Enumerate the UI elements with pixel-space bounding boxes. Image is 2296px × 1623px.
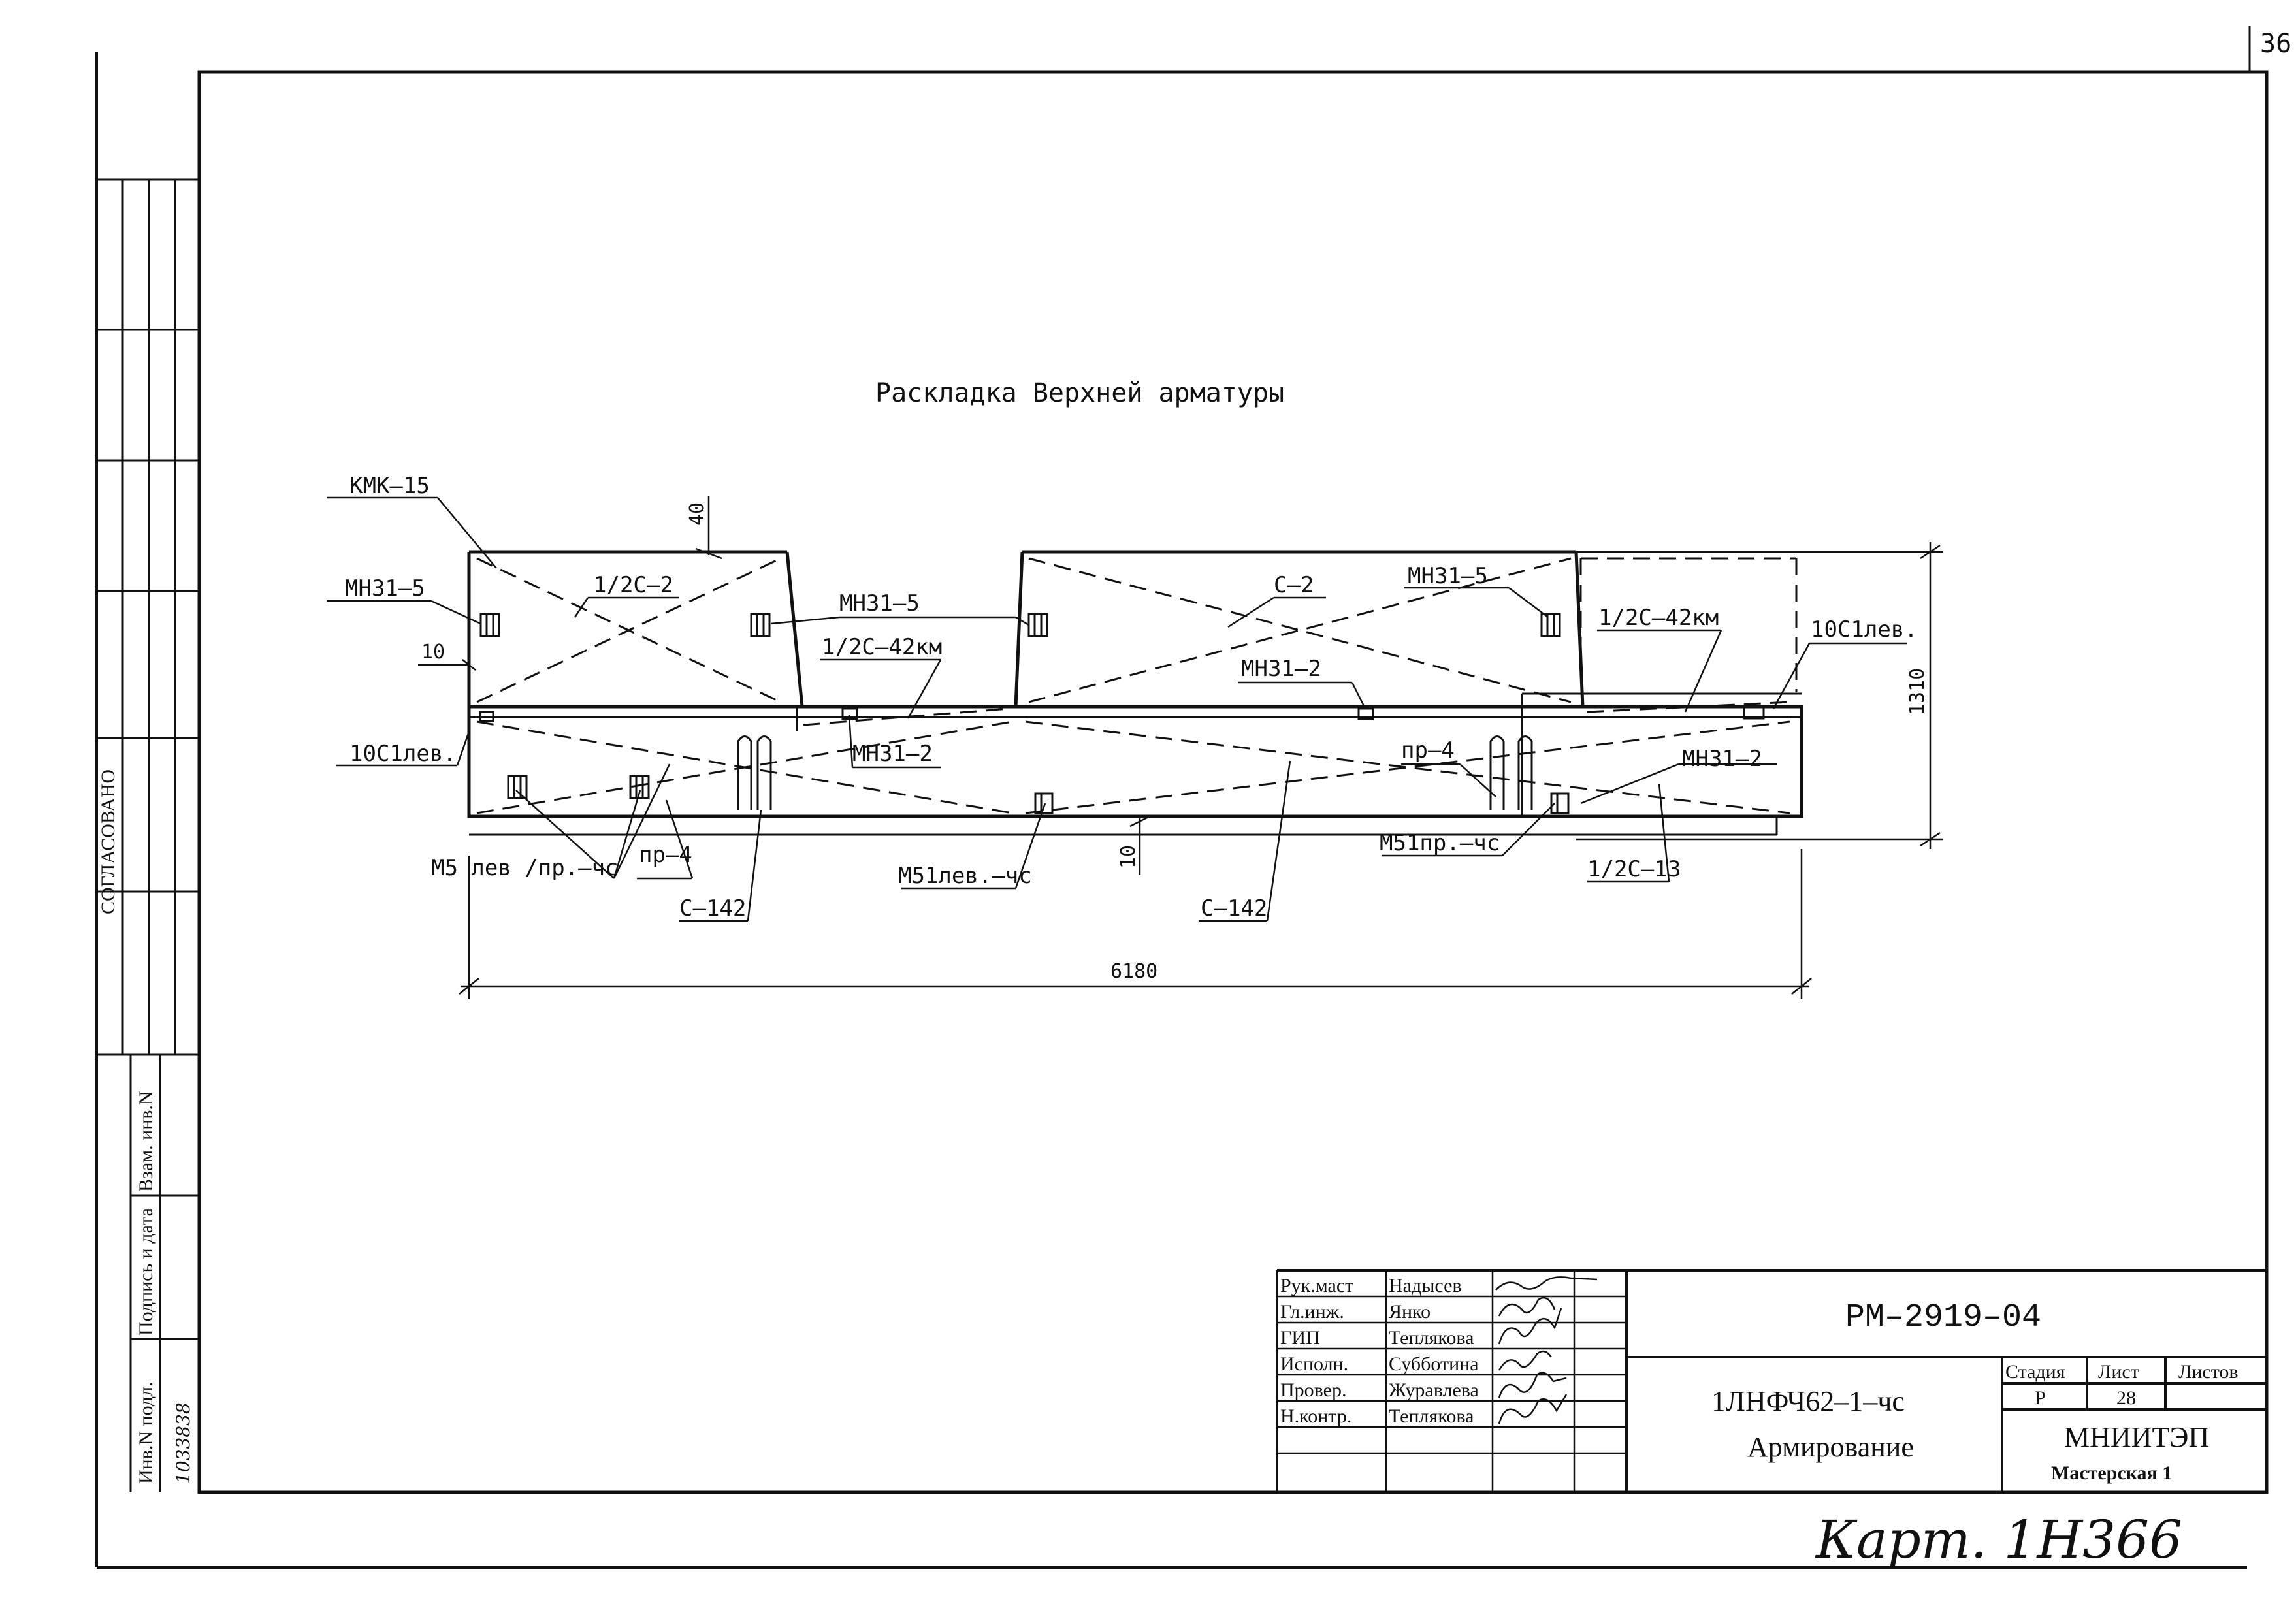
product-code: 1ЛНФЧ62–1–чс <box>1711 1385 1905 1417</box>
label-c2-half: 1/2С–2 <box>593 572 673 598</box>
label-mn31-2-right: МН31–2 <box>1682 746 1762 772</box>
label-c2: С–2 <box>1274 572 1314 598</box>
name-5: Журавлева <box>1389 1379 1479 1401</box>
label-mn31-5-left: МН31–5 <box>345 575 425 602</box>
name-6: Теплякова <box>1389 1406 1474 1427</box>
name-4: Субботина <box>1389 1353 1479 1375</box>
name-3: Теплякова <box>1389 1327 1474 1349</box>
stage-label: Стадия <box>2005 1361 2065 1383</box>
dim-6180: 6180 <box>1110 960 1157 983</box>
role-2: Гл.инж. <box>1280 1301 1344 1323</box>
stage-value: Р <box>2035 1387 2046 1409</box>
inv-no-value: 1033838 <box>172 1402 194 1484</box>
signatures <box>1495 1276 1598 1424</box>
sheet-value: 28 <box>2116 1387 2136 1409</box>
subject: Армирование <box>1747 1431 1914 1463</box>
agreed-label: СОГЛАСОВАНО <box>97 769 119 914</box>
label-c42km-right: 1/2С–42км <box>1598 605 1719 631</box>
role-3: ГИП <box>1280 1327 1320 1349</box>
label-m5-lev-pr: М5 лев /пр.–чс <box>431 855 619 881</box>
label-c142-right: С–142 <box>1201 895 1267 922</box>
label-m51-pr: М51пр.–чс <box>1380 830 1500 856</box>
side-stamp <box>97 178 199 1492</box>
hook-markers <box>737 735 1533 810</box>
org-name: МНИИТЭП <box>2064 1421 2209 1453</box>
label-mn31-2-top: МН31–2 <box>1241 656 1321 682</box>
role-1: Рук.маст <box>1280 1275 1353 1296</box>
sign-date-label: Подпись и дата <box>135 1208 157 1336</box>
label-mn31-2-mid: МН31–2 <box>852 741 933 767</box>
label-c10lev-left: 10С1лев. <box>349 741 457 767</box>
role-5: Провер. <box>1280 1379 1346 1401</box>
mesh-dashes <box>476 557 1798 814</box>
dim-1310: 1310 <box>1906 668 1929 715</box>
label-kmk15: КМК–15 <box>349 473 430 499</box>
doc-code: РМ–2919–04 <box>1845 1299 2041 1336</box>
label-mn31-5-right: МН31–5 <box>1408 563 1488 589</box>
page-number: 36 <box>2260 29 2291 59</box>
sheet-border <box>95 52 2269 1569</box>
title-block-rows: Рук.маст Гл.инж. ГИП Исполн. Провер. Н.к… <box>1280 1275 1479 1427</box>
label-m51-lev: М51лев.–чс <box>898 863 1032 889</box>
drawing-title: Раскладка Верхней арматуры <box>875 378 1284 408</box>
replace-inv-label: Взам. инв.N <box>135 1091 157 1192</box>
label-mn31-5-mid: МН31–5 <box>839 590 920 617</box>
leader-lines <box>327 496 1907 922</box>
label-pr4-left: пр–4 <box>639 842 692 868</box>
handwritten-note: Карт. 1Н366 <box>1815 1509 2182 1570</box>
label-pr4-right: пр–4 <box>1401 737 1455 763</box>
dim-10-bottom: 10 <box>1117 845 1140 869</box>
plate-markers <box>479 613 1765 814</box>
panel-outline <box>467 550 1803 818</box>
panel-bottom-offset <box>469 816 1778 836</box>
workshop: Мастерская 1 <box>2051 1462 2172 1484</box>
role-6: Н.контр. <box>1280 1406 1351 1427</box>
role-4: Исполн. <box>1280 1353 1348 1375</box>
dim-10-left: 10 <box>421 641 445 664</box>
name-1: Надысев <box>1389 1275 1462 1296</box>
label-c13-half: 1/2С–13 <box>1587 856 1681 882</box>
sheets-label: Листов <box>2178 1361 2239 1383</box>
callout-labels: КМК–15 МН31–5 1/2С–2 МН31–5 1/2С–42км С–… <box>345 473 1918 922</box>
dim-40: 40 <box>686 502 709 526</box>
sheet-label: Лист <box>2098 1361 2139 1383</box>
inv-no-label: Инв.N подл. <box>135 1382 157 1484</box>
label-c10lev-right: 10С1лев. <box>1811 617 1918 643</box>
label-c42km-left: 1/2С–42км <box>822 634 942 660</box>
title-block <box>1276 1269 2267 1492</box>
dimension-lines <box>418 496 1943 999</box>
label-c142-left: С–142 <box>679 895 746 922</box>
name-2: Янко <box>1389 1301 1431 1323</box>
